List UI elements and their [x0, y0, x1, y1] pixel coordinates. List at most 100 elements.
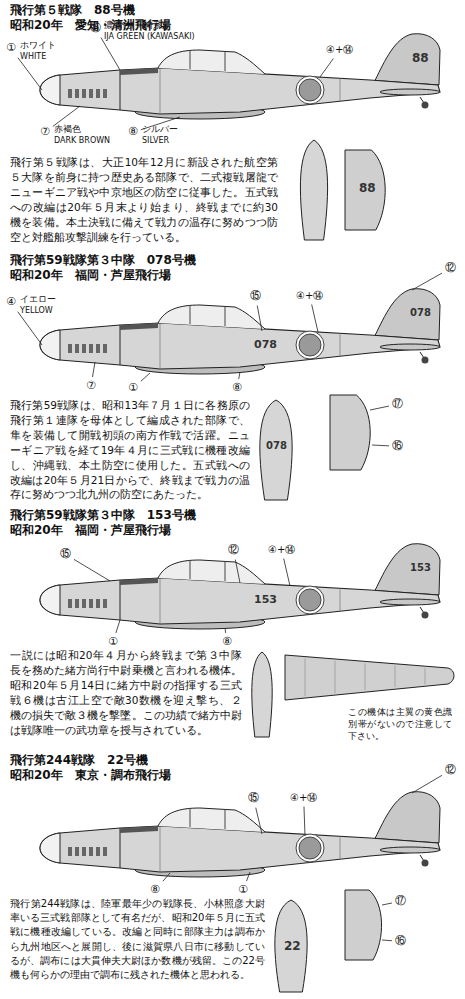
color-name: シルバー	[142, 124, 178, 134]
leader-line	[53, 106, 80, 126]
canopy-frame	[190, 808, 225, 829]
hinomaru	[299, 837, 321, 859]
exhaust-stack	[103, 344, 107, 353]
color-name: DARK BROWN	[54, 136, 110, 145]
color-name: 赤褐色	[54, 124, 81, 134]
tail-detail-view	[345, 890, 382, 960]
callout-number: ⑯	[395, 935, 406, 948]
description: 飛行第59戦隊は、昭和13年７月１日に各務原の飛行第１連隊を母体として編成された…	[10, 398, 250, 502]
fuselage	[40, 578, 440, 624]
canopy	[158, 305, 265, 329]
hinomaru	[299, 79, 321, 101]
exhaust-stack	[82, 89, 86, 98]
leader-line	[382, 903, 392, 905]
spinner	[40, 585, 60, 615]
leader-line	[18, 58, 42, 90]
tail-fin	[375, 792, 440, 843]
fuselage-underside-view	[275, 900, 307, 992]
callout-number: ①	[128, 382, 138, 395]
leader-line	[284, 559, 290, 587]
tailplane	[380, 599, 440, 605]
exhaust-stack	[96, 599, 100, 608]
aircraft-side-view	[40, 289, 440, 374]
leader-line	[320, 59, 333, 78]
hinomaru	[299, 589, 321, 611]
leader-line	[412, 273, 442, 290]
exhaust-stack	[75, 89, 79, 98]
callout-number: ④+⑭	[268, 544, 295, 556]
exhaust-stack	[89, 847, 93, 856]
anti-glare-panel	[120, 826, 158, 833]
heading: 飛行第59戦隊第３中隊 153号機	[10, 509, 196, 523]
callout-number: ⑧	[232, 382, 242, 395]
heading: 飛行第244戦隊 22号機	[10, 754, 148, 768]
leader-line	[257, 306, 262, 331]
callout-number: ①	[6, 42, 16, 55]
callout-number: ⑮	[60, 548, 71, 561]
exhaust-stack	[68, 89, 72, 98]
aircraft-side-view	[40, 544, 440, 629]
exhaust-stack	[89, 599, 93, 608]
leader-line	[163, 873, 170, 881]
leader-line	[372, 445, 389, 447]
panel-line	[160, 323, 340, 369]
aircraft-side-view	[40, 34, 440, 119]
fuselage-number: 153	[254, 594, 277, 607]
exhaust-stack	[103, 89, 107, 98]
callout-number: ④	[6, 296, 16, 309]
exhaust-stack	[103, 599, 107, 608]
fuselage-number: 078	[254, 339, 277, 352]
color-name: IJA GREEN (KAWASAKI)	[104, 32, 195, 41]
wing-underside-view	[285, 655, 454, 700]
tailplane	[380, 344, 440, 350]
exhaust-stack	[82, 847, 86, 856]
canopy-frame	[190, 50, 225, 71]
heading: 昭和20年 福岡・芦屋飛行場	[10, 269, 171, 283]
tail-number: 078	[410, 307, 431, 319]
tail-detail-view	[345, 150, 385, 230]
panel-line	[160, 826, 340, 872]
leader-line	[74, 559, 110, 581]
description: 飛行第244戦隊は、陸軍最年少の戦隊長、小林照彦大尉率いる三式戦部隊として有名だ…	[10, 897, 265, 982]
leader-line	[412, 775, 442, 793]
leader-line	[18, 312, 42, 345]
hinomaru-border	[296, 331, 324, 359]
color-name: ホワイト	[20, 40, 56, 50]
tail-number: 88	[412, 52, 429, 66]
fuselage	[40, 826, 440, 872]
exhaust-stack	[68, 847, 72, 856]
leader-line	[256, 808, 262, 834]
heading: 飛行第５戦隊 88号機	[10, 4, 135, 18]
callout-number: ⑫	[445, 764, 456, 777]
exhaust-stack	[96, 344, 100, 353]
fuselage-underside-view	[300, 140, 327, 240]
callout-number: ⑫	[445, 262, 456, 275]
exhaust-stack	[82, 599, 86, 608]
tailplane	[380, 89, 440, 95]
hinomaru-border	[296, 76, 324, 104]
tail-fin	[375, 544, 440, 595]
heading: 昭和20年 福岡・芦屋飛行場	[10, 524, 171, 538]
leader-line	[247, 872, 250, 881]
panel-line	[335, 661, 336, 693]
canopy	[158, 50, 265, 74]
spinner	[40, 330, 60, 360]
panel-line	[305, 659, 306, 696]
leader-line	[235, 560, 240, 583]
callout-number: ⑧	[128, 126, 138, 139]
exhaust-stack	[75, 599, 79, 608]
color-name: イエロー	[20, 294, 56, 304]
underside-number: 88	[359, 182, 376, 196]
hinomaru-border	[296, 586, 324, 614]
callout-number: ④+⑭	[296, 290, 323, 302]
canopy	[158, 808, 265, 832]
anti-glare-panel	[120, 323, 158, 330]
exhaust-stack	[89, 344, 93, 353]
leader-line	[370, 406, 389, 410]
color-name: 濃緑色(川崎系)	[104, 20, 165, 30]
fuselage	[40, 323, 440, 369]
callout-number: ④+⑭	[290, 792, 317, 804]
callout-number: ⑫	[228, 544, 239, 557]
underside-number: 078	[266, 440, 287, 452]
spinner	[40, 75, 60, 105]
